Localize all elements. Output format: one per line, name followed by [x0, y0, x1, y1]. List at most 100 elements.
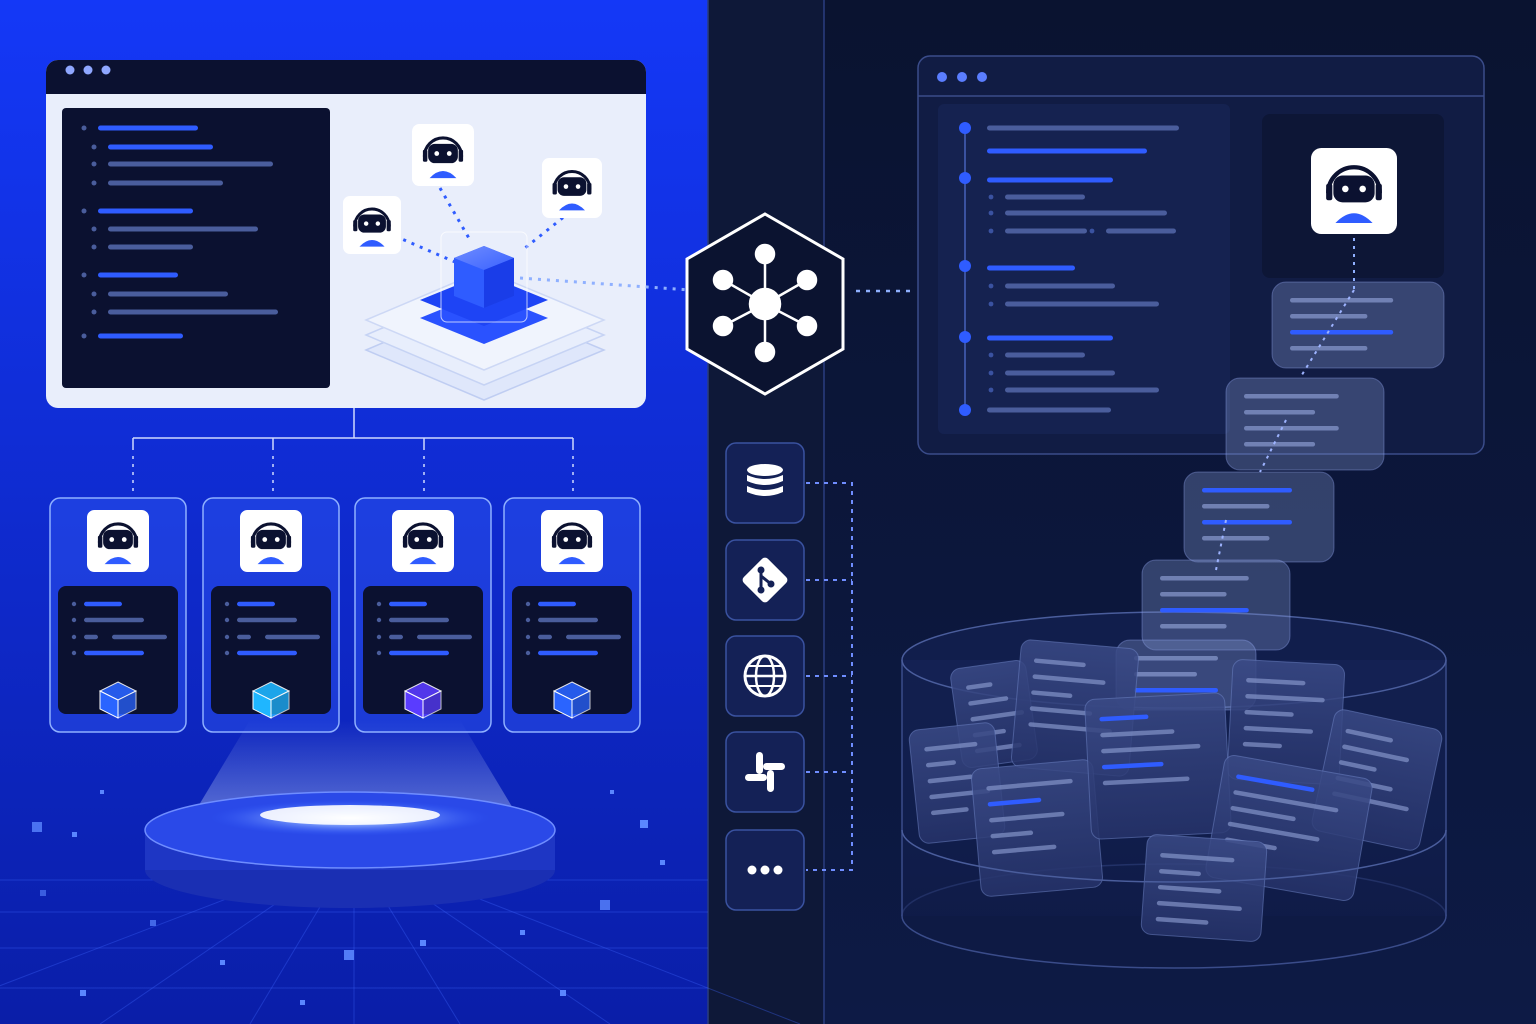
cube-icon — [552, 681, 592, 719]
code-bullet — [81, 272, 87, 278]
window-dot — [977, 72, 987, 82]
code-bullet — [81, 333, 87, 339]
flow-connector — [1259, 419, 1287, 473]
code-line — [84, 650, 144, 656]
timeline-node — [959, 404, 971, 416]
flow-connector — [1299, 289, 1355, 379]
code-line — [237, 650, 297, 656]
code-line — [108, 309, 278, 315]
code-line — [389, 617, 449, 623]
robot-icon — [412, 124, 474, 186]
tool-button[interactable] — [725, 635, 805, 717]
tool-rail — [725, 442, 805, 911]
code-line — [108, 180, 223, 186]
code-line — [987, 407, 1111, 413]
agent-card[interactable] — [49, 497, 187, 733]
code-line — [987, 148, 1147, 154]
agent-card[interactable] — [202, 497, 340, 733]
database-icon — [747, 464, 783, 496]
code-line — [1005, 387, 1159, 393]
robot-icon — [541, 510, 603, 572]
code-line — [98, 333, 183, 339]
document-card — [1225, 377, 1385, 471]
code-line — [237, 601, 275, 607]
robot-icon — [240, 510, 302, 572]
code-line — [108, 244, 193, 250]
code-line — [1005, 228, 1087, 234]
document-card — [1140, 834, 1268, 942]
robot-icon — [392, 510, 454, 572]
code-lines — [81, 125, 278, 339]
robot-icon — [87, 510, 149, 572]
code-line — [84, 634, 98, 640]
code-line — [98, 272, 178, 278]
code-line — [84, 601, 122, 607]
window-dot — [65, 65, 75, 75]
document-card — [970, 759, 1104, 897]
document-card — [1271, 281, 1445, 369]
code-line — [98, 125, 198, 131]
code-line — [1106, 228, 1176, 234]
right-agent-badge — [1311, 148, 1397, 234]
code-line — [108, 291, 228, 297]
window-dot — [83, 65, 93, 75]
code-line — [538, 601, 576, 607]
tool-button[interactable] — [725, 539, 805, 621]
code-line — [987, 125, 1179, 131]
code-line — [538, 650, 598, 656]
code-line — [237, 617, 297, 623]
code-line — [237, 634, 251, 640]
agent-badges — [343, 124, 602, 254]
tool-connectors — [806, 482, 853, 871]
code-line — [987, 177, 1113, 183]
timeline-lines — [959, 122, 1179, 416]
timeline-pane — [938, 104, 1230, 434]
tool-button[interactable] — [725, 731, 805, 813]
code-bullet — [81, 125, 87, 131]
code-line — [108, 226, 258, 232]
cube-icon — [251, 681, 291, 719]
git-icon — [742, 557, 788, 603]
code-bullet — [91, 161, 97, 167]
cube-stack — [364, 231, 606, 401]
robot-icon — [542, 158, 602, 218]
platform-podium — [144, 720, 556, 908]
code-line — [108, 144, 213, 150]
code-bullet — [91, 180, 97, 186]
floor-particles — [32, 790, 665, 1005]
tool-button[interactable] — [725, 829, 805, 911]
code-bullet — [91, 144, 97, 150]
code-line — [1005, 283, 1115, 289]
code-line — [1005, 194, 1085, 200]
timeline-node — [959, 172, 971, 184]
floor-grid — [0, 849, 801, 1024]
code-line — [538, 617, 598, 623]
robot-icon — [1311, 148, 1397, 234]
code-line — [108, 161, 273, 167]
code-line — [538, 634, 552, 640]
timeline-node — [959, 331, 971, 343]
code-line — [84, 617, 144, 623]
code-bullet — [91, 244, 97, 250]
agent-card[interactable] — [354, 497, 492, 733]
document-pile — [908, 639, 1443, 942]
agent-card[interactable] — [503, 497, 641, 733]
network-hub[interactable] — [685, 212, 845, 396]
agent-cards — [49, 497, 641, 733]
code-line — [987, 335, 1113, 341]
code-bullet — [81, 208, 87, 214]
tool-button[interactable] — [725, 442, 805, 524]
network-hub-icon — [712, 243, 818, 363]
code-line — [987, 265, 1075, 271]
tree-connectors — [132, 408, 574, 494]
code-bullet — [91, 291, 97, 297]
window-dot — [101, 65, 111, 75]
globe-icon — [743, 654, 787, 698]
document-stream — [1115, 281, 1445, 711]
memory-store-front — [901, 829, 1447, 883]
code-line — [98, 208, 193, 214]
document-card — [1115, 639, 1257, 711]
code-line — [1005, 210, 1167, 216]
code-line — [1005, 370, 1115, 376]
